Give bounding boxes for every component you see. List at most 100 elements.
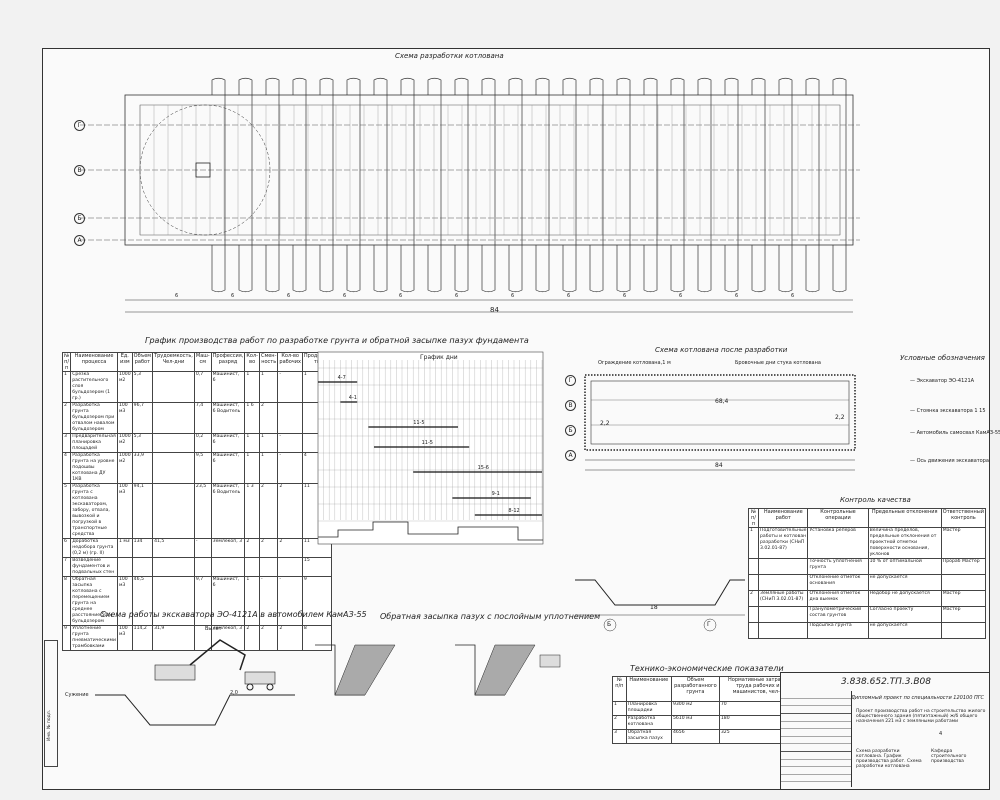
schedule-cell: 1 bbox=[258, 452, 279, 484]
schedule-cell: 9,5 bbox=[193, 452, 212, 484]
quality-cell bbox=[747, 606, 760, 623]
legend-title: Условные обозначения bbox=[900, 354, 985, 362]
section-axis-b: Б bbox=[607, 621, 612, 628]
quality-cell: Подготовительные работы и котлован разра… bbox=[758, 527, 809, 559]
quality-header-cell: Ответственный контроль bbox=[940, 508, 987, 528]
quality-cell: Отклонение отметок основания bbox=[807, 574, 869, 591]
quality-cell: Земляные работы (СНиП 3.02.01-87) bbox=[758, 590, 809, 607]
schedule-cell: Срезка растительного слоя бульдозером (1… bbox=[70, 371, 118, 403]
excavator-track-loop bbox=[832, 77, 847, 293]
quality-header-cell: Наименование работ bbox=[758, 508, 809, 528]
axis-marker: А bbox=[74, 235, 85, 246]
legend-item: — Ось движения экскаватора bbox=[910, 458, 989, 464]
backfill-drawing bbox=[315, 644, 561, 696]
pit-dim-total: 84 bbox=[715, 462, 723, 469]
schedule-cell: Уплотнение грунта пневматическими трамбо… bbox=[70, 625, 118, 651]
excavator-swing-circle bbox=[139, 104, 271, 236]
quality-cell: Недобор не допускается bbox=[867, 590, 942, 607]
schedule-cell: 0,7 bbox=[193, 371, 212, 403]
schedule-cell: Машинист, 6 Водитель bbox=[210, 483, 246, 539]
axis-marker: Г bbox=[565, 375, 576, 386]
schedule-cell: 1000 м2 bbox=[116, 371, 133, 403]
tech-econ-cell: Обратная засыпка пазух bbox=[625, 729, 672, 744]
quality-cell: 2 bbox=[747, 590, 760, 607]
schedule-cell: 9 bbox=[61, 625, 72, 651]
schedule-cell: - bbox=[193, 538, 212, 558]
excavator-track-loop bbox=[616, 77, 631, 293]
schedule-cell: 100 м3 bbox=[116, 402, 133, 434]
schedule-gantt bbox=[317, 351, 544, 545]
schedule-cell: 7 bbox=[61, 557, 72, 577]
schedule-header-cell: Кол-во рабочих bbox=[277, 352, 303, 372]
schedule-cell: 33,9 bbox=[131, 452, 154, 484]
quality-cell: Отклонения отметок дна выемок bbox=[807, 590, 869, 607]
schedule-cell: 2 bbox=[277, 483, 303, 539]
schedule-cell: 1 bbox=[258, 371, 279, 403]
excavator-track-loop bbox=[535, 77, 550, 293]
axis-marker: Б bbox=[565, 425, 576, 436]
excavator-track-loop bbox=[292, 77, 307, 293]
schedule-cell bbox=[131, 557, 154, 577]
schedule-header-cell: Трудоемкость, Чел-дни bbox=[152, 352, 195, 372]
quality-cell: Гранулометрический состав грунтов bbox=[807, 606, 869, 623]
dimension-label: 6 bbox=[399, 293, 403, 299]
schedule-cell: 2 bbox=[258, 625, 279, 651]
quality-cell: Мастер bbox=[940, 606, 987, 623]
schedule-cell: 1000 м2 bbox=[116, 452, 133, 484]
schedule-cell: 2 bbox=[258, 402, 279, 434]
pit-after-drawing bbox=[584, 374, 856, 471]
excavator-mark bbox=[195, 162, 211, 178]
quality-cell: Согласно проекту bbox=[867, 606, 942, 623]
excavator-track-loop bbox=[454, 77, 469, 293]
quality-cell: Установка реперов bbox=[807, 527, 869, 559]
quality-cell: Подсыпка грунта bbox=[807, 622, 869, 639]
schedule-cell: Машинист, 6 bbox=[210, 371, 246, 403]
axis-marker: В bbox=[565, 400, 576, 411]
gantt-header: График дни bbox=[420, 354, 458, 361]
pit-dim-left: 2,2 bbox=[600, 420, 610, 427]
schedule-cell: Машинист, 6 Водитель bbox=[210, 402, 246, 434]
stamp-project: Дипломный проект по специальности 120100… bbox=[851, 695, 985, 701]
quality-cell bbox=[758, 622, 809, 639]
tech-econ-cell: 5610 м3 bbox=[670, 715, 720, 730]
tech-econ-cell: Планировка площадки bbox=[625, 701, 672, 716]
schedule-cell: - bbox=[277, 452, 303, 484]
schedule-cell: 1 bbox=[244, 452, 260, 484]
schedule-cell: Землекоп, 3 bbox=[210, 625, 246, 651]
quality-cell bbox=[758, 558, 809, 575]
schedule-cell: 1 6 bbox=[244, 402, 260, 434]
dimension-label: 6 bbox=[231, 293, 235, 299]
dimension-label: 6 bbox=[343, 293, 347, 299]
axis-marker: Г bbox=[74, 120, 85, 131]
gantt-bar-label: 11-5 bbox=[413, 420, 425, 426]
section-dim: 18 bbox=[650, 604, 658, 611]
schedule-cell bbox=[244, 557, 260, 577]
schedule-cell: 46,5 bbox=[131, 576, 154, 626]
dimension-label: 6 bbox=[623, 293, 627, 299]
tech-econ-cell: 1 bbox=[612, 701, 627, 716]
quality-header-cell: № п/п bbox=[747, 508, 760, 528]
backfill-title: Обратная засыпка пазух с послойным уплот… bbox=[380, 612, 601, 621]
schedule-cell: 100 м3 bbox=[116, 483, 133, 539]
legend-item: — Стоянка экскаватора 1 15 bbox=[910, 408, 986, 414]
quality-title: Контроль качества bbox=[840, 496, 911, 504]
schedule-cell: 2 bbox=[258, 483, 279, 539]
schedule-cell: 8 bbox=[301, 625, 332, 651]
schedule-cell: 94,1 bbox=[131, 483, 154, 539]
tech-econ-cell: 3 bbox=[612, 729, 627, 744]
stamp-desc: Проект производства работ на строительст… bbox=[856, 709, 986, 724]
tech-econ-title: Технико-экономические показатели bbox=[630, 664, 784, 673]
quality-cell: Мастер bbox=[940, 590, 987, 607]
excavator-track-loop bbox=[238, 77, 253, 293]
excavator-track-loop bbox=[724, 77, 739, 293]
